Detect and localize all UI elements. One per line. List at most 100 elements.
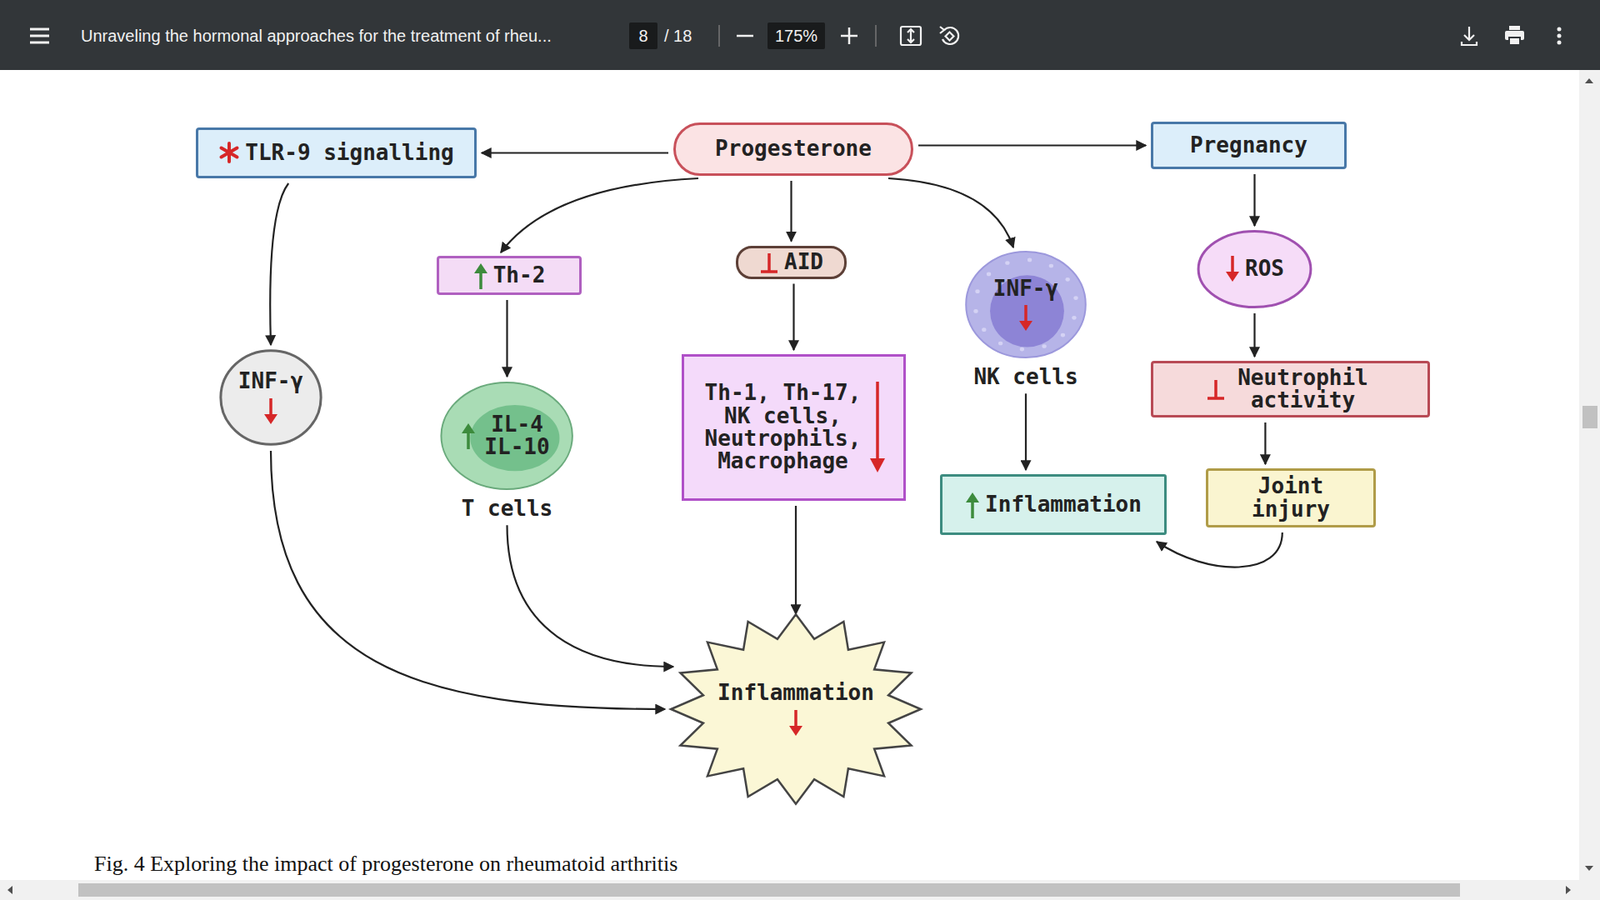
print-icon: [1505, 25, 1525, 45]
increase-arrow: [460, 422, 476, 450]
node-content: AID: [738, 248, 845, 277]
cell-nucleus: [990, 275, 1065, 347]
shape-outline: [219, 349, 323, 446]
arrow-shaft: [1024, 305, 1028, 324]
node-content: IL-4 IL-10: [439, 380, 575, 491]
connector-arrow: [481, 151, 669, 154]
scroll-down-arrow: [1585, 865, 1594, 871]
node-text: ROS: [1245, 257, 1285, 280]
more-icon: [1557, 27, 1562, 45]
node-content: Th-1, Th-17, NK cells, Neutrophils, Macr…: [684, 356, 904, 499]
node-content: ROS: [1196, 230, 1313, 309]
cell-box: Th-2: [436, 255, 582, 295]
node-content: Neutrophil activity: [1153, 363, 1428, 415]
decrease-arrow: [788, 710, 804, 737]
zoom-in-icon: [840, 27, 858, 45]
node-text: Th-1, Th-17, NK cells, Neutrophils, Macr…: [701, 381, 865, 473]
toolbar: [0, 0, 1600, 70]
arrow-head: [461, 423, 475, 434]
separator: [875, 25, 877, 47]
figure-caption: Fig. 4 Exploring the impact of progester…: [94, 851, 678, 877]
connector-arrow: [1253, 174, 1255, 226]
node-content: Th-2: [439, 258, 580, 293]
granule-dot: [1060, 333, 1065, 338]
granule-dot: [986, 272, 991, 277]
inflammation-burst: Inflammation: [668, 612, 924, 806]
node-text: INF-γ: [238, 370, 304, 393]
granule-dot: [981, 327, 986, 332]
granule-dot: [1041, 344, 1046, 349]
text-row: TLR-9 signalling: [218, 141, 454, 165]
text-row: INF-γ: [993, 277, 1059, 332]
asterisk-stroke: [221, 143, 238, 162]
increase-arrow: [965, 491, 980, 519]
asterisk-symbol: [218, 141, 240, 164]
connector-arrow: [918, 144, 1146, 146]
node-text: Pregnancy: [1190, 134, 1308, 157]
node-text: AID: [784, 250, 824, 274]
separator: [718, 25, 720, 47]
granule-dot: [998, 341, 1003, 346]
text-row: Pregnancy: [1190, 134, 1308, 157]
node-content: Pregnancy: [1153, 124, 1345, 167]
granule-dot: [1027, 258, 1032, 263]
text-row: Progesterone: [715, 137, 872, 160]
arrow-head: [1225, 271, 1240, 282]
node-text: Joint injury: [1248, 475, 1334, 521]
node-text: Inflammation: [717, 681, 875, 705]
text-row: Inflammation: [717, 681, 875, 736]
decrease-arrow: [1018, 305, 1034, 332]
scroll-thumb: [1582, 405, 1598, 429]
granule-dot: [1005, 260, 1010, 265]
download-icon: [1461, 26, 1477, 45]
node-caption: T cells: [461, 497, 554, 520]
outcome-box: Joint injury: [1205, 468, 1376, 528]
connector-arrow: [1156, 532, 1283, 568]
enzyme-pill: AID: [735, 245, 847, 280]
inhibition-symbol: [759, 250, 780, 275]
arrow-shaft: [794, 710, 798, 729]
node-content: Joint injury: [1208, 470, 1374, 525]
ellipse-outline: [1198, 230, 1311, 307]
node-text: INF-γ: [993, 277, 1059, 300]
inhibition-symbol: [1205, 377, 1226, 401]
node-content: TLR-9 signalling: [198, 130, 475, 176]
granule-dot: [1073, 295, 1078, 300]
granule-dot: [973, 309, 978, 314]
fit-icon: [900, 26, 921, 45]
text-row: Inflammation: [965, 491, 1142, 519]
connector-arrow: [270, 183, 289, 345]
node-text: Th-2: [493, 264, 546, 287]
document-title: Unraveling the hormonal approaches for t…: [80, 25, 552, 46]
granule-dot: [975, 289, 980, 294]
granule-dot: [1049, 264, 1054, 269]
arrow-head: [1019, 320, 1033, 331]
activity-box: Neutrophil activity: [1150, 360, 1430, 418]
inhibition-bar: [1207, 380, 1225, 399]
scroll-up-arrow: [1585, 78, 1594, 84]
node-content: INF-γ: [964, 250, 1088, 360]
signal-box: TLR-9 signalling: [195, 127, 477, 179]
hormone-pill: Progesterone: [673, 122, 914, 176]
arrow-shaft: [876, 381, 880, 462]
text-row: Neutrophil activity: [1205, 366, 1375, 413]
shape-outline: [668, 612, 924, 806]
node-content: Inflammation: [942, 476, 1165, 533]
text-row: Joint injury: [1248, 475, 1334, 521]
connector-arrow: [1264, 422, 1266, 465]
connector-arrow: [270, 450, 665, 710]
connector-arrow: [1025, 393, 1027, 470]
page-count: / 18: [664, 25, 692, 46]
node-text: IL-4 IL-10: [480, 413, 553, 460]
granule-dot: [1071, 315, 1076, 320]
scroll-right-arrow: [1565, 885, 1571, 895]
cell-list-box: Th-1, Th-17, NK cells, Neutrophils, Macr…: [681, 354, 906, 501]
connector-arrow: [795, 505, 797, 615]
nk-cell-circle: INF-γNK cells: [964, 250, 1088, 360]
zoom-out-icon: [736, 35, 754, 38]
arrow-shaft: [970, 500, 975, 519]
rotate-icon: [940, 26, 959, 45]
t-cell-circle: IL-4 IL-10T cells: [439, 380, 575, 491]
arrow-head: [789, 725, 803, 736]
